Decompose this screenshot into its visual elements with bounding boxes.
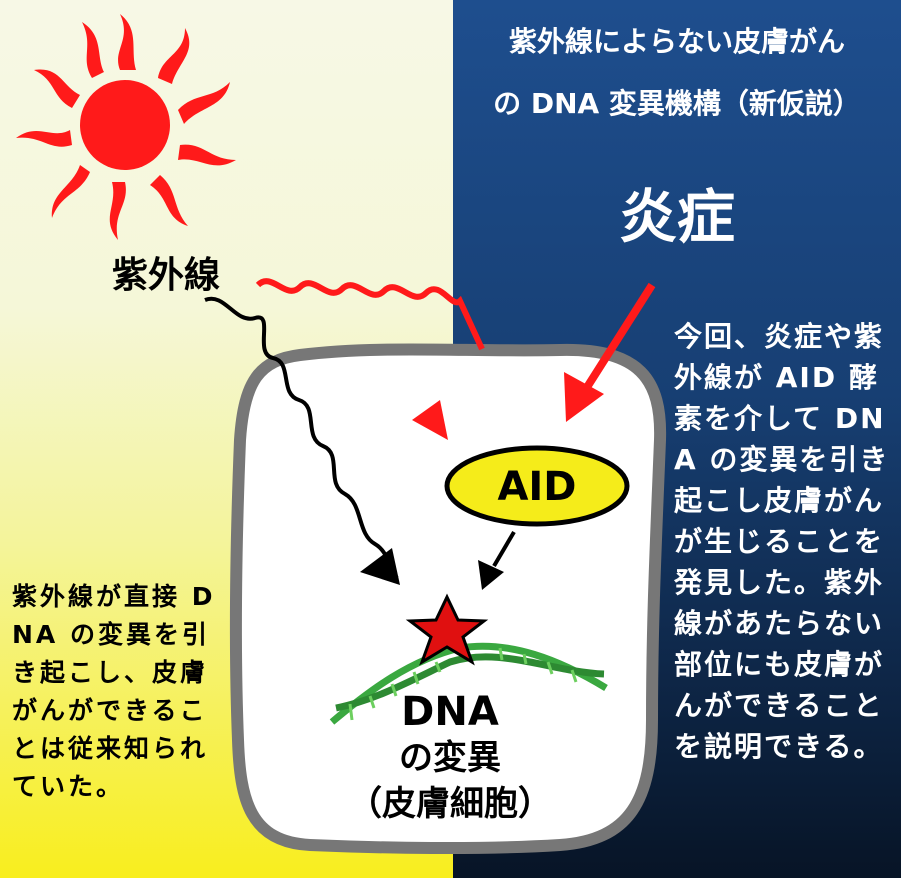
- red-uv-arrowhead: [412, 400, 448, 440]
- uv-label: 紫外線: [112, 255, 221, 296]
- aid-enzyme-ellipse: [444, 445, 630, 527]
- sun-icon: [16, 14, 236, 240]
- panel-title-line-2: の DNA 変異機構（新仮説）: [493, 87, 861, 120]
- inflammation-arrow-line: [580, 282, 656, 395]
- cell-label-group: DNA の変異 （皮膚細胞）: [330, 688, 570, 828]
- black-uv-wave-arrow: [204, 296, 399, 580]
- panel-title-line-1: 紫外線によらない皮膚がん: [508, 25, 845, 58]
- dna-label: DNA: [401, 689, 499, 735]
- mutation-label: の変異: [399, 738, 501, 778]
- inflammation-label: 炎症: [618, 183, 735, 251]
- aid-label: AID: [497, 464, 576, 510]
- black-uv-arrowhead: [360, 548, 400, 585]
- skin-cell-label: （皮膚細胞）: [348, 784, 552, 824]
- mutation-star-icon: [405, 593, 489, 666]
- aid-to-dna-arrow-line: [492, 530, 516, 568]
- red-uv-wave-arrow: [255, 278, 485, 351]
- left-description: 紫外線が直接 DNA の変異を引き起こし、皮膚がんができることは従来知られていた…: [12, 582, 216, 801]
- inflammation-arrowhead: [564, 372, 604, 422]
- aid-to-dna-arrowhead: [478, 560, 504, 590]
- right-description: 今回、炎症や紫外線が AID 酵素を介して DNA の変異を引き起こし皮膚がんが…: [674, 320, 890, 763]
